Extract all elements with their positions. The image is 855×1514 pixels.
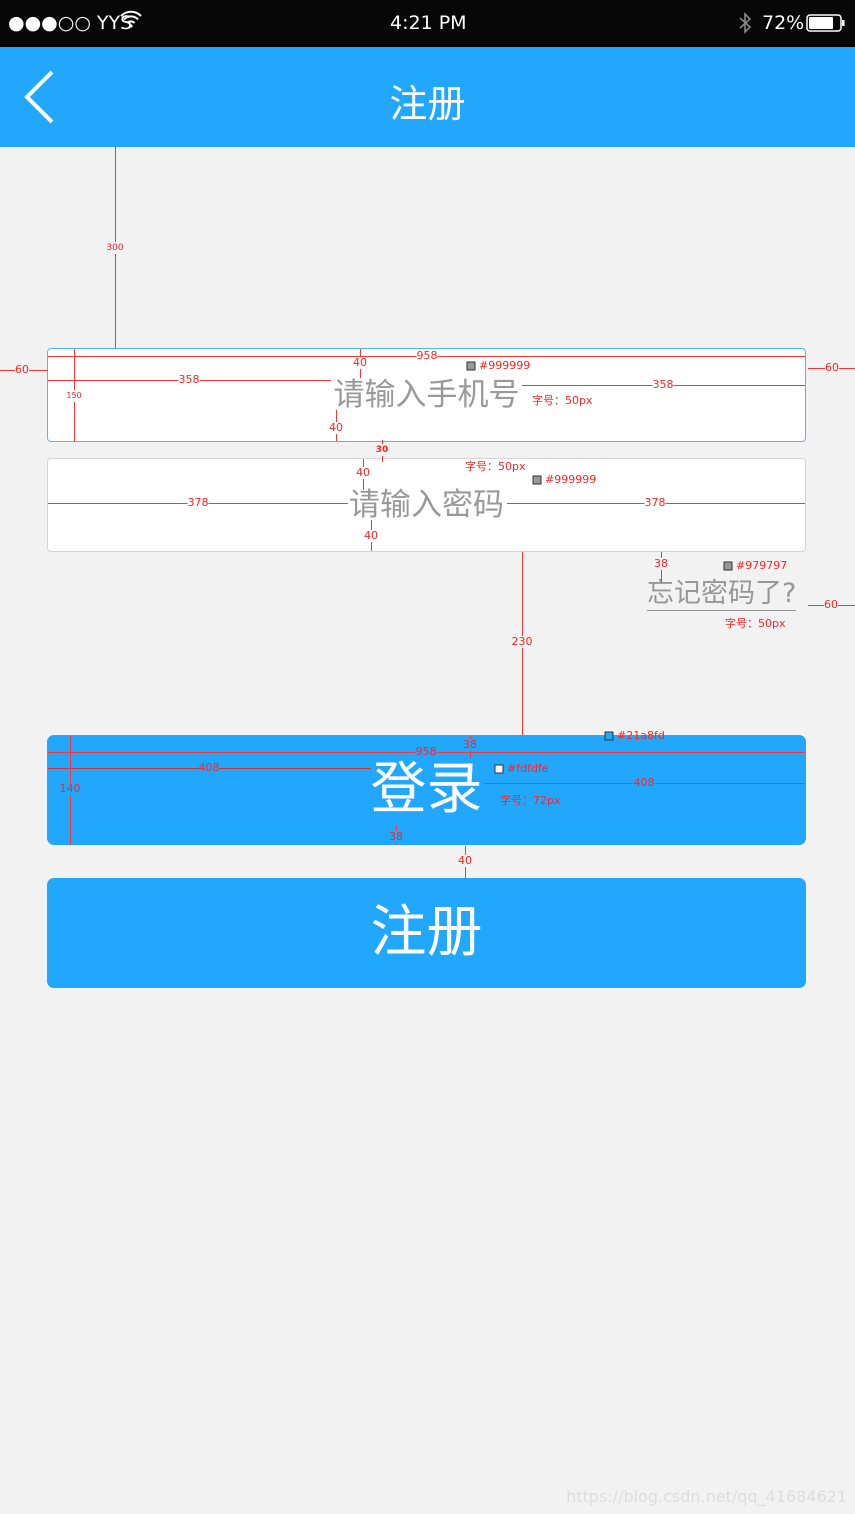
dim-label: 358: [178, 373, 200, 386]
clock: 4:21 PM: [390, 12, 467, 34]
dim-label: 60: [15, 363, 29, 376]
dim-label: 408: [198, 761, 220, 774]
chevron-left-icon: [24, 70, 54, 124]
back-button[interactable]: [20, 69, 76, 125]
status-bar: ●●●○○ YYS 4:21 PM 72%: [0, 0, 855, 47]
dim-label: 60: [824, 598, 838, 611]
forgot-password-link[interactable]: 忘记密码了?: [647, 578, 797, 611]
dim-label: 40: [364, 529, 378, 542]
color-label: #fdfdfe: [507, 762, 549, 775]
dim-label: 150: [66, 390, 82, 402]
dim-label: 38: [654, 557, 668, 570]
font-size-label: 字号：72px: [500, 794, 561, 807]
dim-label: 300: [106, 242, 124, 254]
dim-label: 378: [187, 496, 209, 509]
color-label: #999999: [545, 473, 597, 486]
dim-label: 60: [825, 361, 839, 374]
dim-label: 408: [633, 776, 655, 789]
font-size-label: 字号：50px: [465, 460, 526, 473]
battery-percent: 72%: [762, 12, 805, 34]
dim-label: 38: [463, 738, 477, 751]
color-label: #979797: [736, 559, 788, 572]
color-label: #21a8fd: [617, 729, 665, 742]
carrier: ●●●○○ YYS: [8, 12, 133, 34]
color-swatch: [532, 475, 542, 485]
dim-label: 958: [416, 349, 438, 362]
dim-label: 38: [389, 830, 403, 843]
color-swatch: [466, 361, 476, 371]
dim-label: 40: [356, 466, 370, 479]
color-swatch: [494, 764, 504, 774]
dim-label: 140: [59, 782, 81, 795]
dim-label: 958: [415, 745, 437, 758]
color-swatch: [604, 731, 614, 741]
register-button[interactable]: 注册: [47, 878, 806, 988]
font-size-label: 字号：50px: [532, 394, 593, 407]
color-swatch: [723, 561, 733, 571]
font-size-label: 字号：50px: [725, 617, 786, 630]
dim-label: 40: [458, 854, 472, 867]
color-label: #999999: [479, 359, 531, 372]
dim-label: 230: [511, 635, 533, 648]
password-input[interactable]: 请输入密码: [47, 458, 806, 552]
battery-icon: [806, 14, 846, 37]
watermark: https://blog.csdn.net/qq_41684621: [566, 1487, 847, 1506]
dim-label: 40: [329, 421, 343, 434]
dim-label: 30: [375, 444, 389, 456]
page-title: 注册: [389, 82, 466, 126]
bluetooth-icon: [738, 12, 752, 39]
phone-input[interactable]: 请输入手机号: [47, 348, 806, 442]
dim-label: 358: [652, 378, 674, 391]
nav-bar: 注册: [0, 47, 855, 147]
dim-label: 378: [644, 496, 666, 509]
dim-label: 40: [353, 356, 367, 369]
wifi-icon: [120, 10, 142, 33]
